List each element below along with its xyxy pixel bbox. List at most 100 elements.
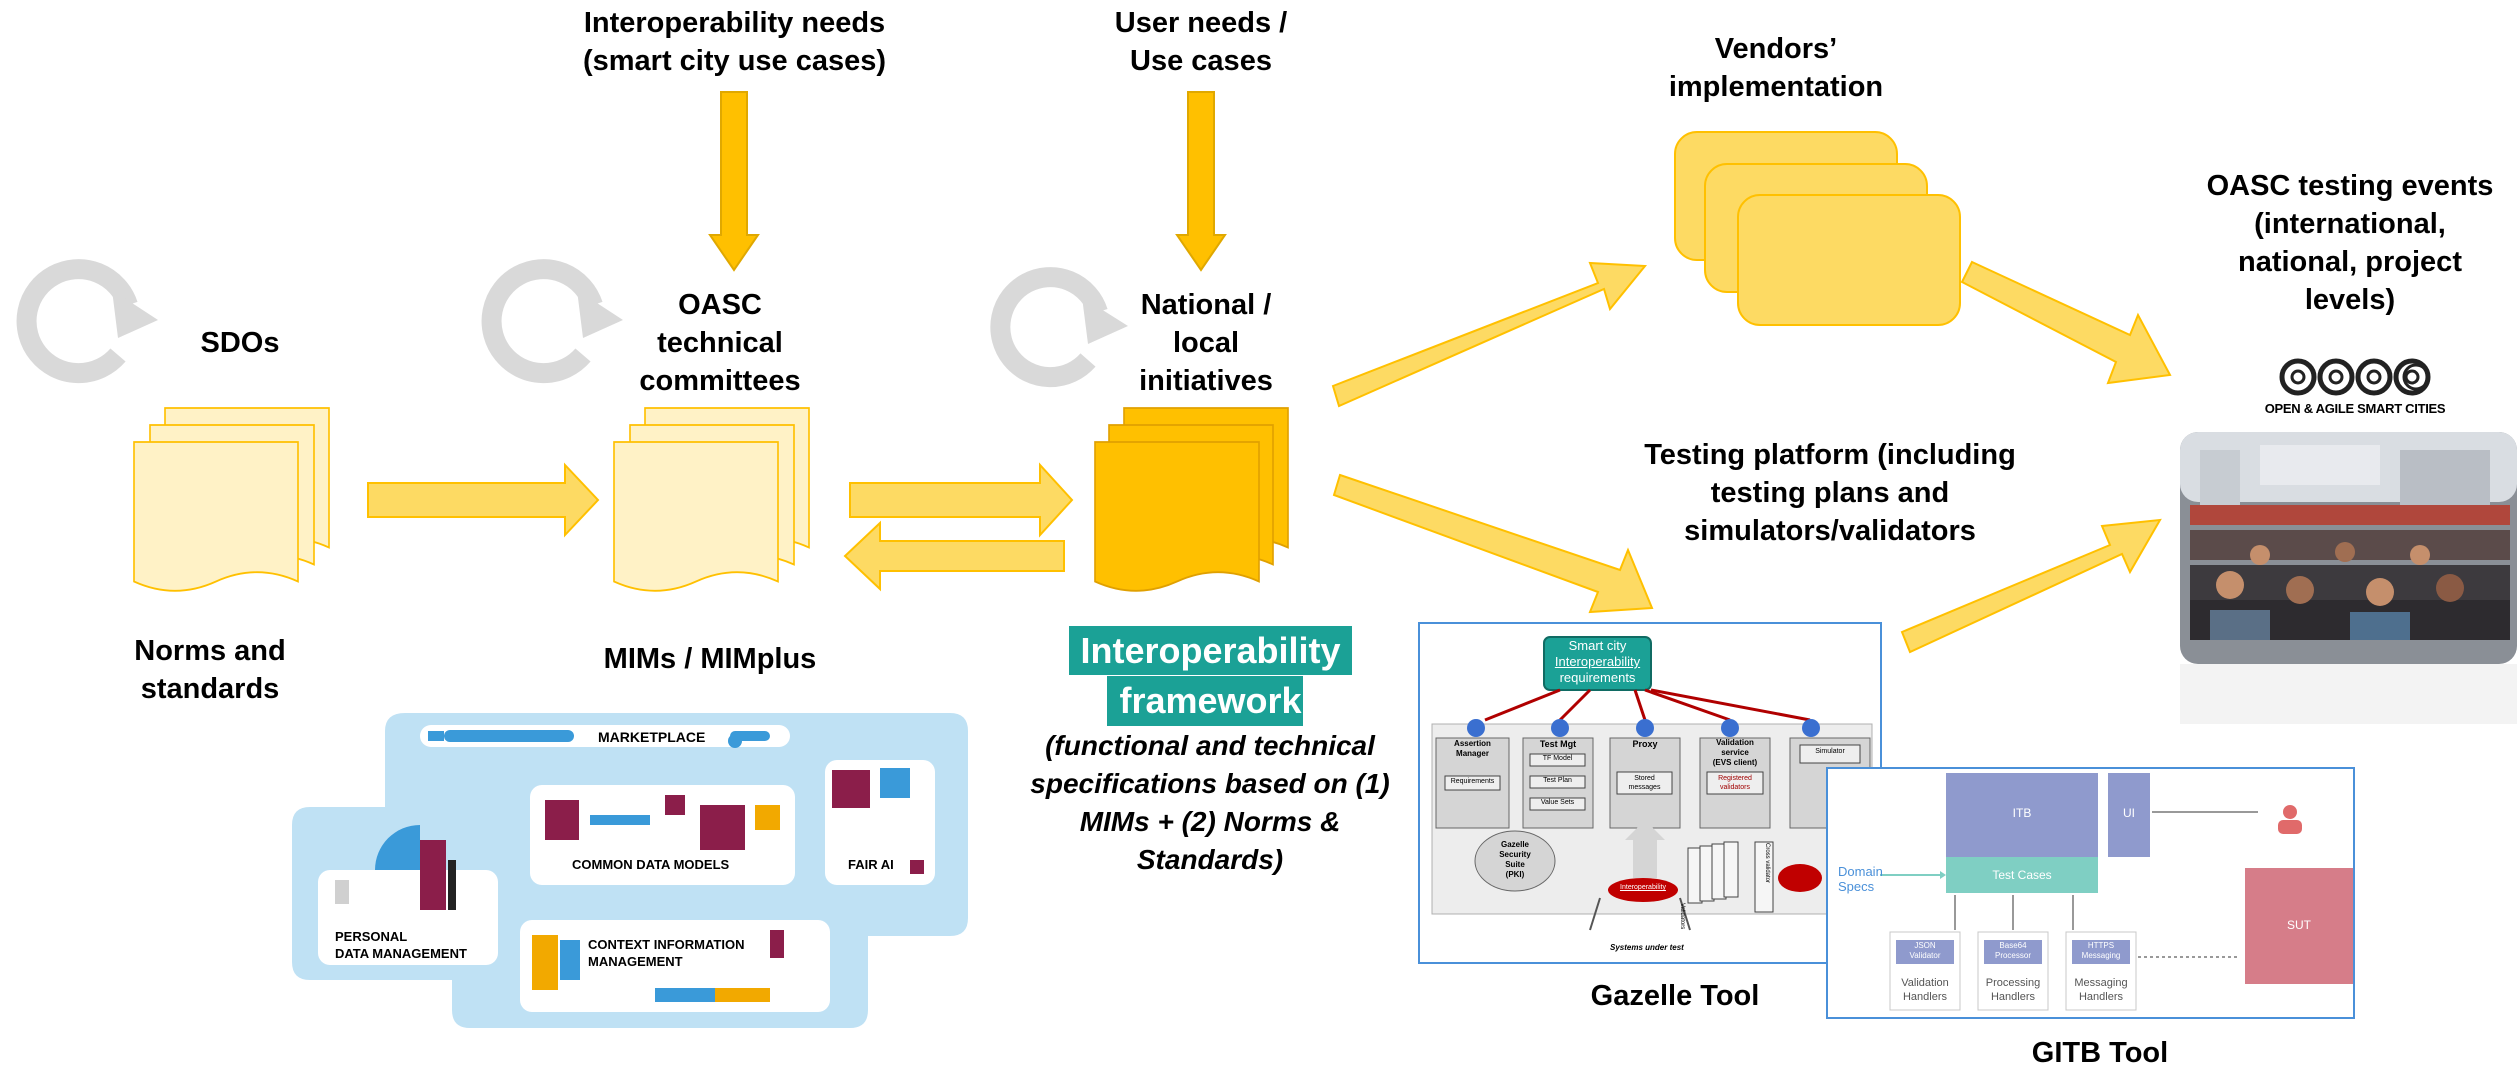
gazelle-header-line-3: requirements (1559, 670, 1636, 685)
vendors-boxes (1674, 131, 1961, 326)
user-needs-line-1: User needs / (1114, 7, 1288, 39)
cycle-icon-sdos (16, 259, 158, 384)
gazelle-interop-pill: Interoperability (1620, 884, 1666, 891)
gazelle-col-validation-1: Validation (1716, 738, 1754, 747)
gazelle-suite: Gazelle Security Suite (PKI) (1475, 840, 1555, 880)
oasc-logo (2279, 358, 2431, 396)
testing-platform-line-3: simulators/validators (1684, 515, 1976, 547)
gazelle-suite-1: Gazelle (1500, 840, 1529, 849)
gitb-sut: SUT (2287, 918, 2311, 932)
framework-title-line-1: Interoperability (1080, 630, 1341, 671)
oasc-events-line-4: levels) (2304, 284, 2396, 316)
module-context-line-1: CONTEXT INFORMATION (588, 937, 745, 952)
gazelle-col-validation-3: (EVS client) (1712, 758, 1758, 767)
gazelle-suite-2: Security (1499, 850, 1531, 859)
framework-description: (functional and technical specifications… (1010, 727, 1410, 879)
gitb-diagram (1826, 767, 2355, 1019)
gazelle-item-simulator: Simulator (1815, 748, 1845, 755)
gitb-chip-json-2: Validator (1909, 951, 1941, 960)
oasc-events-line-2: (international, (2254, 208, 2446, 240)
mims-label: MIMs / MIMplus (603, 643, 817, 675)
gitb-tool-label: GITB Tool (2031, 1037, 2169, 1069)
gazelle-item-stored: Stored messages (1617, 774, 1672, 792)
marketplace-title: MARKETPLACE (598, 729, 706, 745)
gazelle-item-test-plan: Test Plan (1543, 777, 1572, 784)
event-photo (2180, 432, 2517, 724)
gazelle-suite-3: Suite (1505, 860, 1525, 869)
gazelle-item-requirements: Requirements (1450, 778, 1495, 785)
gitb-chip-https-2: Messaging (2081, 951, 2121, 960)
user-needs-line-2: Use cases (1130, 45, 1272, 77)
module-personal-data: PERSONAL DATA MANAGEMENT (335, 928, 467, 962)
gazelle-sut: Systems under test (1610, 943, 1684, 952)
gazelle-header-line-2: Interoperability (1554, 654, 1641, 669)
gazelle-header: Smart city Interoperability requirements (1544, 638, 1651, 686)
framework-title-bg-2 (1107, 676, 1303, 726)
framework-desc-line-1: (functional and technical (1045, 730, 1375, 761)
arrow-vendors-to-events (1960, 260, 2172, 385)
testing-platform-line-2: testing plans and (1710, 477, 1950, 509)
gitb-handler-messaging: Messaging Handlers (2066, 976, 2136, 1004)
framework-title-line-2: framework (1119, 680, 1302, 721)
gazelle-item-value-sets: Value Sets (1540, 799, 1575, 806)
gitb-handler-processing: Processing Handlers (1978, 976, 2048, 1004)
doc-stack-norms (133, 407, 330, 592)
gitb-chip-base64-2: Processor (1994, 951, 2031, 960)
gitb-chip-https-1: HTTPS (2087, 941, 2115, 950)
gazelle-item-registered-1: Registered (1718, 775, 1752, 782)
national-line-3: initiatives (1139, 365, 1273, 397)
gazelle-item-registered: Registered validators (1707, 774, 1763, 792)
oasc-committees-line-2: technical (657, 327, 783, 359)
doc-stack-national (1094, 407, 1289, 592)
arrow-to-testing-platform (1332, 473, 1654, 614)
vendors-label: Vendors’ implementation (1636, 30, 1916, 106)
user-needs-label: User needs / Use cases (1086, 4, 1316, 80)
interop-needs-line-1: Interoperability needs (583, 7, 886, 39)
national-line-2: local (1172, 327, 1240, 359)
gitb-handler-messaging-1: Messaging (2074, 977, 2128, 989)
gazelle-col-assertion: Assertion Manager (1436, 739, 1509, 759)
gitb-handler-validation-2: Handlers (1902, 991, 1948, 1003)
vendors-line-2: implementation (1668, 71, 1884, 103)
gitb-handler-processing-1: Processing (1985, 977, 2041, 989)
arrow-mims-to-national (849, 462, 1074, 538)
gitb-handler-messaging-2: Handlers (2078, 991, 2124, 1003)
national-label: National / local initiatives (1086, 286, 1326, 400)
norms-line-2: standards (140, 673, 280, 705)
framework-desc-line-4: Standards) (1136, 844, 1284, 875)
gazelle-item-stored-1: Stored (1634, 775, 1655, 782)
gitb-domain-specs-1: Domain (1838, 864, 1883, 879)
down-arrow-user (1175, 91, 1227, 272)
oasc-committees-line-1: OASC (678, 289, 762, 321)
gazelle-item-registered-2: validators (1720, 784, 1750, 791)
oasc-committees-label: OASC technical committees (600, 286, 840, 400)
arrow-national-to-mims (843, 520, 1065, 592)
arrow-platform-to-events (1900, 518, 2162, 654)
oasc-events-line-3: national, project (2238, 246, 2462, 278)
gazelle-validators: Validators (1679, 903, 1685, 930)
gazelle-col-validation: Validation service (EVS client) (1700, 738, 1770, 768)
module-context-info: CONTEXT INFORMATION MANAGEMENT (588, 936, 744, 970)
oasc-committees-line-3: committees (639, 365, 801, 397)
oasc-events-line-1: OASC testing events (2206, 170, 2494, 202)
sdos-label: SDOs (200, 327, 280, 359)
gazelle-col-testmgt: Test Mgt (1539, 739, 1577, 749)
cycle-icon-committees (481, 259, 623, 384)
testing-platform-line-1: Testing platform (including (1644, 439, 2016, 471)
gazelle-header-line-1: Smart city (1568, 638, 1627, 653)
gitb-chip-base64: Base64 Processor (1984, 941, 2042, 961)
gazelle-cross-validator: Cross validator (1764, 843, 1770, 884)
module-personal-line-2: DATA MANAGEMENT (335, 946, 467, 961)
gitb-handler-processing-2: Handlers (1990, 991, 2036, 1003)
gazelle-suite-4: (PKI) (1505, 870, 1525, 879)
gitb-itb: ITB (2012, 806, 2032, 820)
interop-needs-label: Interoperability needs (smart city use c… (552, 4, 917, 80)
gitb-chip-json: JSON Validator (1896, 941, 1954, 961)
framework-desc-line-3: MIMs + (2) Norms & (1079, 806, 1341, 837)
gitb-domain-specs-2: Specs (1838, 879, 1875, 894)
cycle-icon-national (990, 267, 1128, 388)
oasc-events-label: OASC testing events (international, nati… (2190, 167, 2510, 319)
gitb-handler-validation-1: Validation (1901, 977, 1949, 989)
gazelle-tool-label: Gazelle Tool (1590, 980, 1760, 1012)
